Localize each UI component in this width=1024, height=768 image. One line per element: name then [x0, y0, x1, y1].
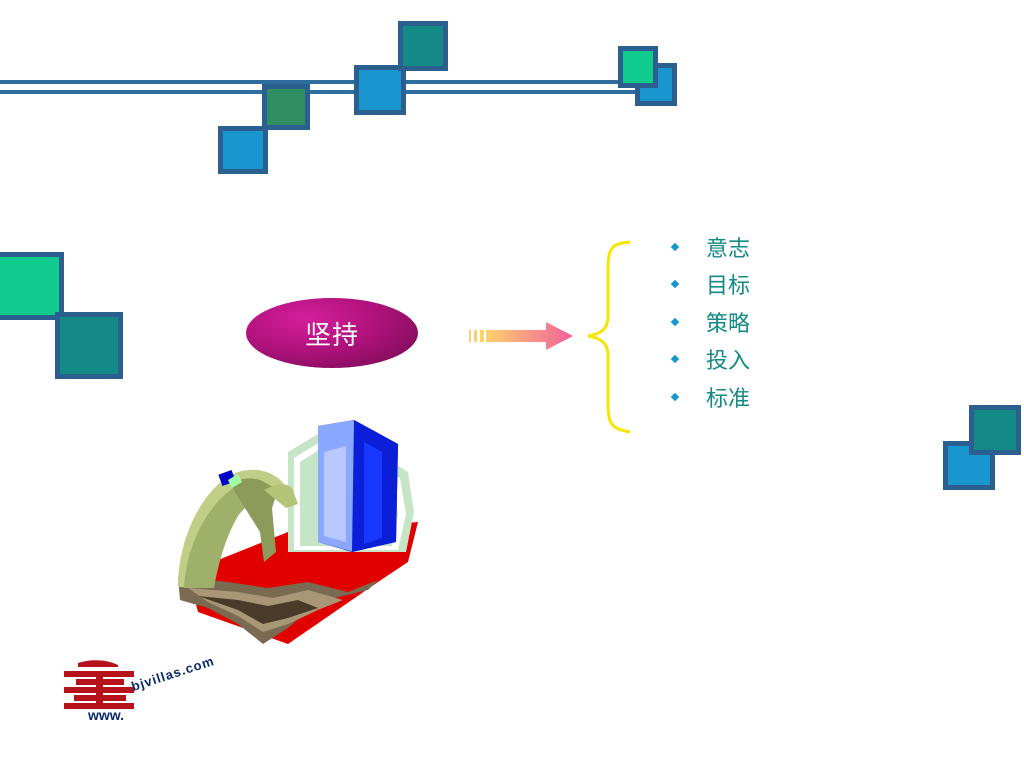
deco-square	[969, 405, 1021, 455]
list-item: 投入	[665, 341, 750, 379]
list-item: 策略	[665, 303, 750, 341]
main-concept-pill: 坚持	[246, 298, 418, 368]
diamond-bullet-icon	[670, 355, 680, 364]
top-line-upper	[0, 80, 640, 84]
list-item-text: 意志	[706, 236, 751, 262]
site-logo: www. bjvillas.com	[56, 653, 226, 733]
deco-square	[0, 252, 64, 320]
list-item: 意志	[665, 228, 750, 266]
list-item-text: 目标	[706, 274, 751, 300]
deco-square	[55, 312, 123, 379]
deco-square	[218, 126, 268, 174]
gradient-arrow-icon	[466, 320, 576, 352]
top-line-lower	[0, 90, 640, 94]
logo-prefix: www.	[88, 707, 125, 723]
diamond-bullet-icon	[670, 392, 680, 401]
diamond-bullet-icon	[670, 242, 680, 251]
list-item: 目标	[665, 266, 750, 304]
concept-list: 意志 目标 策略 投入 标准	[665, 228, 750, 416]
diamond-bullet-icon	[670, 317, 680, 326]
curly-brace-icon	[580, 238, 640, 436]
list-item-text: 标准	[706, 386, 751, 412]
pill-label: 坚持	[304, 320, 359, 351]
list-item: 标准	[665, 378, 750, 416]
diamond-bullet-icon	[670, 280, 680, 289]
deco-square	[398, 21, 448, 71]
climber-building-illustration	[168, 412, 428, 652]
deco-square	[354, 65, 406, 115]
deco-square	[262, 84, 310, 130]
list-item-text: 策略	[706, 311, 751, 337]
deco-square	[618, 46, 658, 88]
list-item-text: 投入	[706, 349, 751, 375]
